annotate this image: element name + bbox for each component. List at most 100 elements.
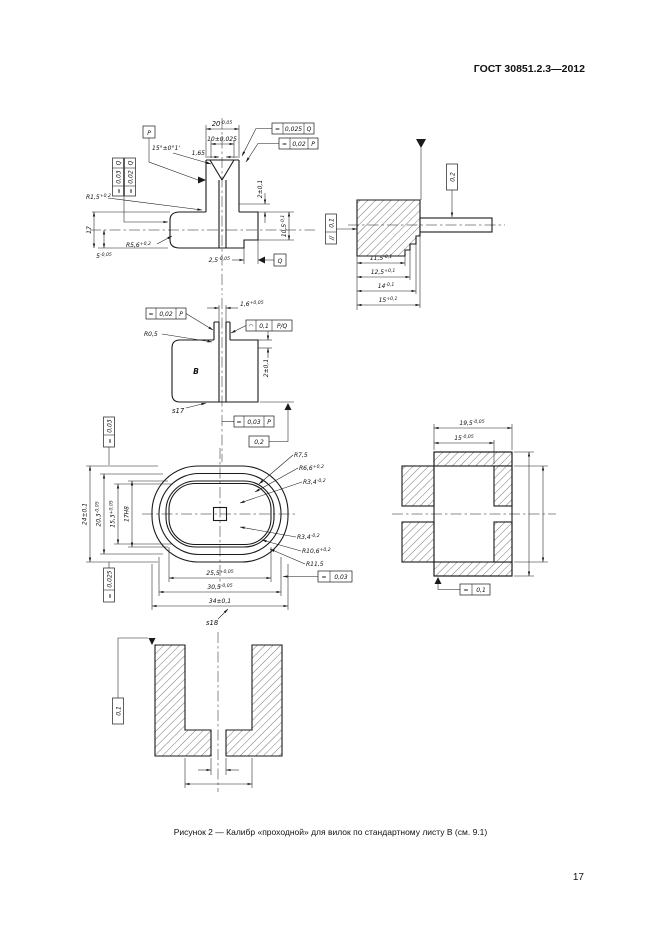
- datum-p-flag: P: [142, 125, 206, 184]
- dim-5: 5-0,05: [96, 252, 112, 260]
- tolerance-frame-01: 0,1: [112, 697, 124, 725]
- dimension-lines: [92, 125, 294, 264]
- view-section-right: 11,5-0,1 12,5+0,1 14-0,1 15+0,1 // 0,1 0…: [325, 139, 505, 310]
- tol-value: 0,03: [247, 419, 261, 426]
- tolerance-frame-01: = 0,1: [434, 577, 491, 596]
- tolerance-frame-002-p: = 0,02 P: [245, 137, 319, 163]
- tol-value: 0,1: [259, 323, 269, 330]
- dim-24: 24±0,1: [82, 503, 89, 525]
- tolerance-frame-003-right: = 0,03: [282, 570, 353, 583]
- view-profile-detail: 1,6+0,05 R0,5 В 2±0,1 s17 = 0,02 P ◠ 0,1…: [144, 298, 294, 462]
- dim-15: 15-0,05: [454, 434, 474, 442]
- tol-symbol: =: [282, 141, 287, 148]
- outline: [154, 644, 283, 757]
- tol-symbol: =: [275, 126, 280, 133]
- dim-20-3: 20,3-0,05: [95, 501, 103, 526]
- tol-symbol: //: [329, 235, 336, 241]
- tol-symbol: =: [236, 419, 241, 426]
- tolerance-frame-parallel-01: // 0,1: [325, 213, 337, 245]
- tol-value: 0,02: [159, 311, 173, 318]
- tol-datum: P/Q: [277, 323, 288, 330]
- dim-r0-5: R0,5: [144, 331, 158, 338]
- tol-value: 0,025: [107, 570, 114, 587]
- tol-symbol: =: [116, 188, 123, 193]
- tolerance-frame-02: 0,2: [248, 403, 292, 448]
- tol-value: 0,1: [329, 218, 336, 228]
- tol-value: 0,02: [292, 141, 306, 148]
- tol-value: 0,2: [450, 172, 457, 182]
- tolerance-frame-0025-left: = 0,025: [103, 567, 115, 603]
- tolerance-frame-003-p: = 0,03 P: [222, 415, 275, 428]
- dim-17h8: 17H8: [124, 506, 131, 522]
- tol-datum: P: [179, 311, 183, 318]
- tol-datum: Q: [307, 126, 312, 133]
- dimension-lines: [433, 424, 548, 577]
- tol-datum: Q: [128, 160, 135, 165]
- tol-value: 0,1: [476, 587, 486, 594]
- frame-leader: [123, 196, 169, 224]
- standard-number-header: ГОСТ 30851.2.3—2012: [473, 63, 585, 75]
- tol-symbol: =: [321, 574, 326, 581]
- tol-symbol: =: [148, 311, 153, 318]
- tol-value: 0,03: [334, 574, 348, 581]
- dim-2: 2±0,1: [257, 180, 264, 198]
- tol-datum: P: [267, 419, 271, 426]
- outline: [151, 465, 289, 563]
- dim-25-5: 25,5+0,05: [206, 569, 234, 577]
- dim-11-5: 11,5-0,1: [370, 254, 392, 262]
- tol-symbol: ◠: [249, 323, 254, 330]
- dim-15: 15+0,1: [379, 296, 398, 304]
- dim-19-5: 19,5-0,05: [459, 419, 484, 427]
- tolerance-frame-profile-01: ◠ 0,1 P/Q: [230, 319, 293, 334]
- centerlines: [90, 118, 315, 295]
- tolerance-frame-0025-q: = 0,025 Q: [241, 122, 315, 157]
- dim-r5-6: R5,6+0,2: [126, 241, 151, 249]
- dim-34: 34±0,1: [209, 598, 231, 605]
- dim-20: 20-0,05: [212, 120, 233, 128]
- frame-leader: [117, 637, 148, 698]
- datum-triangle: [284, 403, 292, 410]
- dim-1-6: 1,6+0,05: [240, 300, 264, 308]
- tolerance-frame-02: 0,2: [446, 163, 458, 191]
- dim-2-5: 2,5-0,05: [209, 256, 231, 264]
- view-section-bottom: 0,1: [112, 632, 283, 792]
- tolerance-frame-002-p: = 0,02 P: [145, 307, 214, 331]
- tol-value: 0,02: [128, 170, 135, 184]
- datum-q-flag: Q: [258, 253, 287, 267]
- dim-12-5: 12,5+0,1: [371, 268, 396, 276]
- tol-value: 0,03: [107, 419, 114, 433]
- tol-value: 0,025: [285, 126, 302, 133]
- dim-2: 2±0,1: [263, 359, 270, 377]
- datum-target: [416, 139, 426, 200]
- tolerance-frame-003-q: = 0,03 Q: [112, 157, 124, 197]
- outline: [348, 199, 505, 257]
- dim-r10-6: R10,6+0,2: [302, 547, 331, 555]
- dim-r6-6: R6,6+0,2: [299, 464, 324, 472]
- tol-value: 0,03: [116, 170, 123, 184]
- outline: [401, 451, 513, 577]
- dimension-lines: [356, 236, 421, 310]
- thickness-s18: s18: [206, 619, 219, 627]
- outline: [169, 159, 259, 249]
- section-label-b: В: [193, 367, 199, 376]
- tol-symbol: =: [463, 587, 468, 594]
- thickness-s17: s17: [172, 407, 185, 415]
- datum-triangle: [258, 256, 265, 264]
- datum-triangle: [434, 577, 442, 584]
- datum-letter: Q: [278, 258, 283, 265]
- dim-17: 17: [86, 226, 93, 234]
- tol-symbol: =: [128, 188, 135, 193]
- datum-triangle: [148, 638, 156, 645]
- dimension-lines: [161, 305, 294, 409]
- dim-1-65: 1,65: [192, 150, 206, 157]
- tol-datum: Q: [116, 160, 123, 165]
- page-number: 17: [572, 872, 584, 883]
- dimension-lines: [184, 758, 253, 788]
- dim-10-5: 10,5-0,1: [280, 215, 288, 237]
- dim-14: 14-0,1: [378, 282, 395, 290]
- tolerance-frame-002-q: = 0,02 Q: [124, 157, 136, 197]
- tol-value: 0,2: [254, 439, 264, 446]
- dim-angle-15deg: 15°±0°1': [152, 145, 180, 152]
- dim-10: 10±0,025: [207, 136, 237, 143]
